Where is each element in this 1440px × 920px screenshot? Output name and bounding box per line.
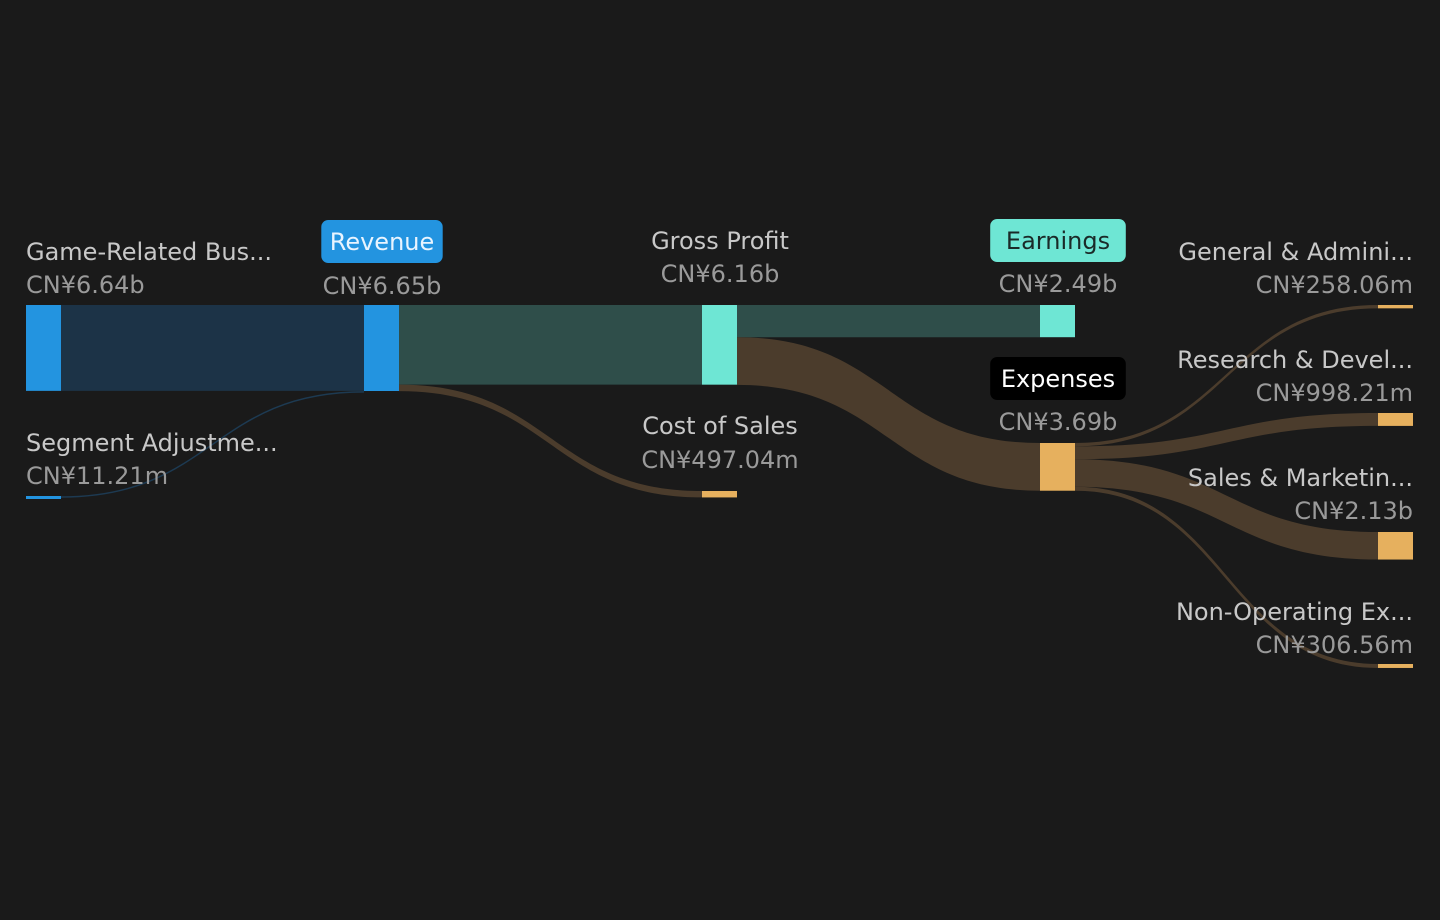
node-nonop (1378, 664, 1413, 668)
label-name-seg: Segment Adjustme... (26, 429, 278, 457)
label-name-expenses: Expenses (1001, 365, 1115, 393)
label-value-gross: CN¥6.16b (661, 260, 780, 288)
label-value-ga: CN¥258.06m (1256, 271, 1413, 299)
link-expenses-to-ga (1075, 305, 1378, 447)
label-name-revenue: Revenue (330, 228, 435, 256)
links-layer (60, 305, 1378, 668)
label-value-cos: CN¥497.04m (641, 446, 798, 474)
label-name-earnings: Earnings (1006, 227, 1110, 255)
pill-earnings (990, 219, 1126, 262)
link-expenses-to-nonop (1075, 486, 1378, 668)
node-rd (1378, 413, 1413, 426)
label-name-game: Game-Related Bus... (26, 238, 272, 266)
link-expenses-to-sm (1075, 459, 1378, 560)
label-value-sm: CN¥2.13b (1294, 497, 1413, 525)
node-earnings (1040, 305, 1075, 338)
label-value-revenue: CN¥6.65b (323, 272, 442, 300)
link-gross-to-earnings (737, 305, 1040, 338)
node-gross (702, 305, 737, 385)
label-value-expenses: CN¥3.69b (999, 408, 1118, 436)
node-cos (702, 491, 737, 498)
link-revenue-to-cos (399, 384, 702, 498)
label-value-rd: CN¥998.21m (1256, 379, 1413, 407)
link-revenue-to-gross (399, 305, 702, 385)
link-expenses-to-rd (1075, 413, 1378, 460)
label-name-sm: Sales & Marketin... (1188, 464, 1413, 492)
label-name-cos: Cost of Sales (642, 412, 798, 440)
pill-revenue (321, 220, 443, 263)
link-seg-to-revenue (60, 391, 365, 498)
label-name-gross: Gross Profit (651, 227, 789, 255)
label-value-earnings: CN¥2.49b (999, 270, 1118, 298)
label-name-nonop: Non-Operating Ex... (1176, 598, 1413, 626)
node-expenses (1040, 443, 1075, 491)
label-name-rd: Research & Devel... (1177, 346, 1413, 374)
nodes-layer (26, 305, 1413, 668)
link-gross-to-expenses (737, 337, 1040, 491)
node-revenue (364, 305, 399, 391)
node-ga (1378, 305, 1413, 309)
label-value-nonop: CN¥306.56m (1256, 631, 1413, 659)
label-value-game: CN¥6.64b (26, 271, 145, 299)
label-value-seg: CN¥11.21m (26, 462, 168, 490)
node-seg (26, 496, 61, 499)
node-sm (1378, 532, 1413, 560)
node-game (26, 305, 61, 391)
link-game-to-revenue (61, 305, 364, 391)
pill-expenses (990, 357, 1126, 400)
label-name-ga: General & Admini... (1178, 238, 1413, 266)
